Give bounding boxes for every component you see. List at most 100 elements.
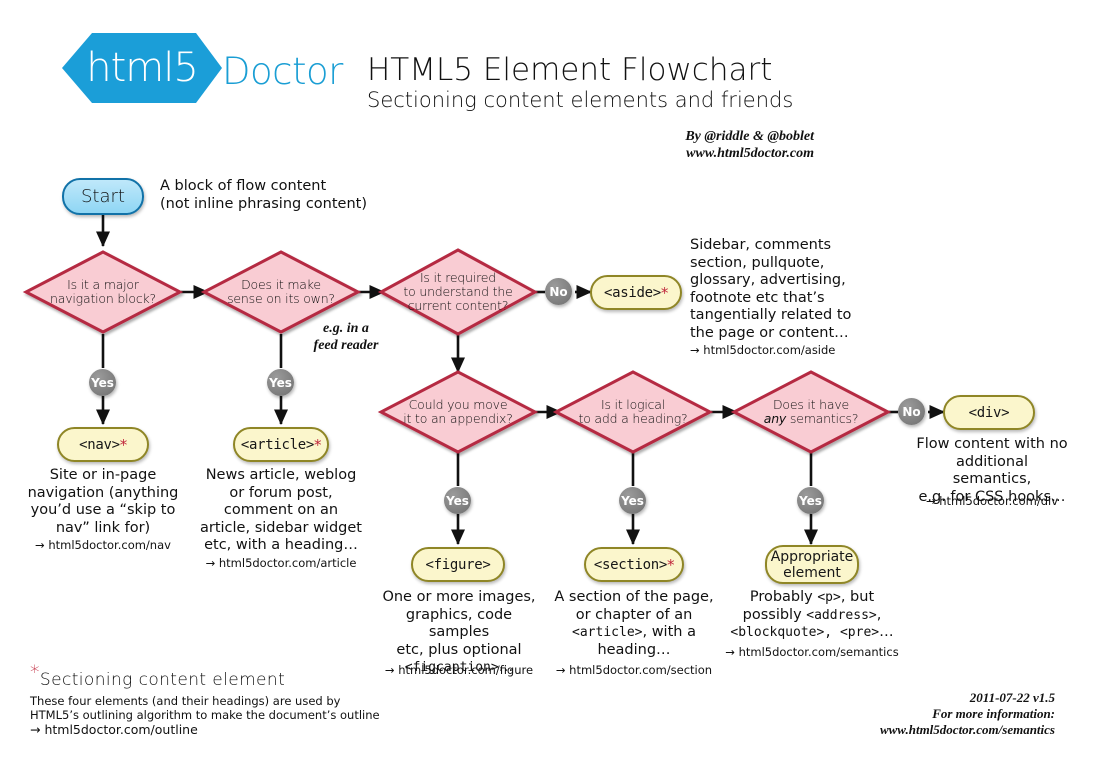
appropriate-desc-line1-b: , but: [840, 589, 875, 605]
start-note-line2: (not inline phrasing content): [160, 195, 368, 212]
appropriate-desc-line2: possibly <address>,: [725, 607, 899, 625]
decision-label: Could you move it to an appendix?: [381, 372, 535, 452]
p-tag-ref: <p>: [817, 590, 841, 605]
sectioning-asterisk-icon: *: [30, 661, 40, 684]
outcome-aside-tag: <aside>: [603, 284, 661, 301]
outcome-appropriate-description: Probably <p>, but possibly <address>, <b…: [725, 589, 899, 642]
section-desc-line3: <article>, with a: [551, 624, 717, 642]
byline-site: www.html5doctor.com: [686, 146, 814, 161]
feed-reader-note-line2: feed reader: [313, 338, 379, 353]
outcome-figure-tag: <figure>: [425, 556, 491, 573]
outcome-appropriate-element-node[interactable]: Appropriate element: [765, 545, 859, 584]
feed-reader-note: e.g. in a feed reader: [286, 320, 406, 354]
outcome-article-link[interactable]: → html5doctor.com/article: [205, 556, 357, 570]
outcome-nav-link[interactable]: → html5doctor.com/nav: [35, 538, 171, 552]
badge-yes-major-nav: Yes: [89, 369, 116, 396]
div-desc-line3: e.g. for CSS hooks…: [918, 488, 1066, 505]
section-desc-line4: heading…: [597, 641, 671, 658]
legend-body: These four elements (and their headings)…: [30, 694, 380, 722]
decision-line2: it to an appendix?: [403, 411, 513, 426]
figure-desc-ellipsis: …: [498, 659, 514, 675]
start-node[interactable]: Start: [62, 178, 144, 215]
figcaption-tag: <figcaption>: [404, 660, 499, 675]
outcome-article-tag: <article>: [240, 436, 314, 453]
decision-major-navigation-block[interactable]: Is it a major navigation block?: [26, 252, 180, 332]
decision-required-to-understand[interactable]: Is it required to understand the current…: [381, 250, 535, 334]
decision-line2-rest: semantics?: [786, 411, 859, 426]
start-note-line1: A block of flow content: [160, 178, 327, 194]
byline-authors: By @riddle & @boblet: [685, 129, 814, 144]
footer-site: www.html5doctor.com/semantics: [879, 722, 1055, 737]
decision-label: Is it a major navigation block?: [26, 252, 180, 332]
footer-meta: 2011-07-22 v1.5 For more information: ww…: [880, 690, 1055, 738]
outcome-article-description: News article, weblog or forum post, comm…: [200, 467, 362, 553]
decision-label: Does it make sense on its own?: [204, 252, 358, 332]
decision-line1: Is it logical: [600, 397, 666, 412]
footer-version: 2011-07-22 v1.5: [969, 690, 1055, 705]
decision-label: Does it have any semantics?: [734, 372, 888, 452]
outcome-article-node[interactable]: <article>*: [233, 427, 329, 462]
outcome-figure-node[interactable]: <figure>: [411, 547, 505, 582]
outcome-aside-description: Sidebar, comments section, pullquote, gl…: [690, 237, 852, 341]
div-desc-line2: additional semantics,: [952, 453, 1032, 488]
figure-desc-line2: graphics, code samples: [405, 606, 513, 641]
outcome-figure-link[interactable]: → html5doctor.com/figure: [384, 663, 534, 677]
article-tag-ref: <article>: [572, 625, 643, 640]
legend-body-line1: These four elements (and their headings)…: [30, 694, 341, 708]
outcome-nav-tag: <nav>: [79, 436, 120, 453]
appropriate-desc-line2-b: ,: [876, 606, 882, 623]
page-title: HTML5 Element Flowchart: [367, 52, 773, 88]
legend-link[interactable]: → html5doctor.com/outline: [30, 722, 198, 737]
decision-line2: any semantics?: [764, 412, 859, 426]
outcome-div-node[interactable]: <div>: [943, 395, 1035, 430]
section-desc-line1: A section of the page,: [554, 589, 714, 605]
outcome-div-tag: <div>: [968, 404, 1010, 421]
appropriate-desc-line3-rest: …: [879, 624, 894, 640]
decision-move-to-appendix[interactable]: Could you move it to an appendix?: [381, 372, 535, 452]
badge-yes-heading: Yes: [619, 487, 646, 514]
appropriate-desc-line3: <blockquote>, <pre>…: [725, 624, 899, 642]
outcome-section-link[interactable]: → html5doctor.com/section: [555, 663, 713, 677]
outcome-appropriate-link[interactable]: → html5doctor.com/semantics: [725, 645, 899, 659]
outcome-figure-description: One or more images, graphics, code sampl…: [376, 589, 542, 677]
legend-title-text: Sectioning content element: [39, 670, 286, 690]
decision-line2: sense on its own?: [227, 291, 335, 306]
page-subtitle: Sectioning content elements and friends: [367, 88, 794, 112]
outcome-div-link[interactable]: → html5doctor.com/div: [925, 494, 1059, 508]
decision-line2: to add a heading?: [578, 411, 688, 426]
badge-yes-semantics: Yes: [797, 487, 824, 514]
badge-yes-sense-own: Yes: [267, 369, 294, 396]
brand-doctor: Doctor: [222, 50, 343, 93]
outcome-nav-node[interactable]: <nav>*: [57, 427, 149, 462]
decision-line1: Does it have: [772, 397, 850, 412]
outcome-div-description: Flow content with no additional semantic…: [915, 436, 1069, 506]
decision-line2: to understand the: [403, 284, 513, 299]
badge-no-semantics: No: [898, 398, 925, 425]
decision-line1: Is it required: [419, 270, 497, 285]
appropriate-desc-line1-a: Probably: [749, 589, 818, 605]
legend-title: *Sectioning content element: [30, 663, 286, 690]
decision-make-sense-on-its-own[interactable]: Does it make sense on its own?: [204, 252, 358, 332]
decision-line3: current content?: [407, 298, 509, 313]
footer-more-info: For more information:: [932, 706, 1055, 721]
outcome-aside-link[interactable]: → html5doctor.com/aside: [690, 343, 836, 357]
decision-label: Is it logical to add a heading?: [556, 372, 710, 452]
decision-logical-to-add-heading[interactable]: Is it logical to add a heading?: [556, 372, 710, 452]
appropriate-desc-line1: Probably <p>, but: [725, 589, 899, 607]
outcome-section-node[interactable]: <section>*: [584, 547, 684, 582]
outcome-aside-node[interactable]: <aside>*: [590, 275, 682, 310]
appropriate-line2: element: [783, 564, 841, 581]
appropriate-line1: Appropriate: [770, 548, 854, 565]
start-note: A block of flow content (not inline phra…: [160, 178, 420, 213]
figure-desc-line4: <figcaption>…: [376, 659, 542, 677]
decision-line1: Is it a major: [67, 277, 139, 292]
decision-line2-italic: any: [763, 411, 787, 426]
figure-desc-line1: One or more images,: [382, 589, 536, 605]
decision-has-any-semantics[interactable]: Does it have any semantics?: [734, 372, 888, 452]
decision-line1: Does it make: [241, 277, 321, 292]
decision-label: Is it required to understand the current…: [381, 250, 535, 334]
legend-body-line2: HTML5’s outlining algorithm to make the …: [30, 708, 380, 722]
decision-line1: Could you move: [408, 397, 508, 412]
